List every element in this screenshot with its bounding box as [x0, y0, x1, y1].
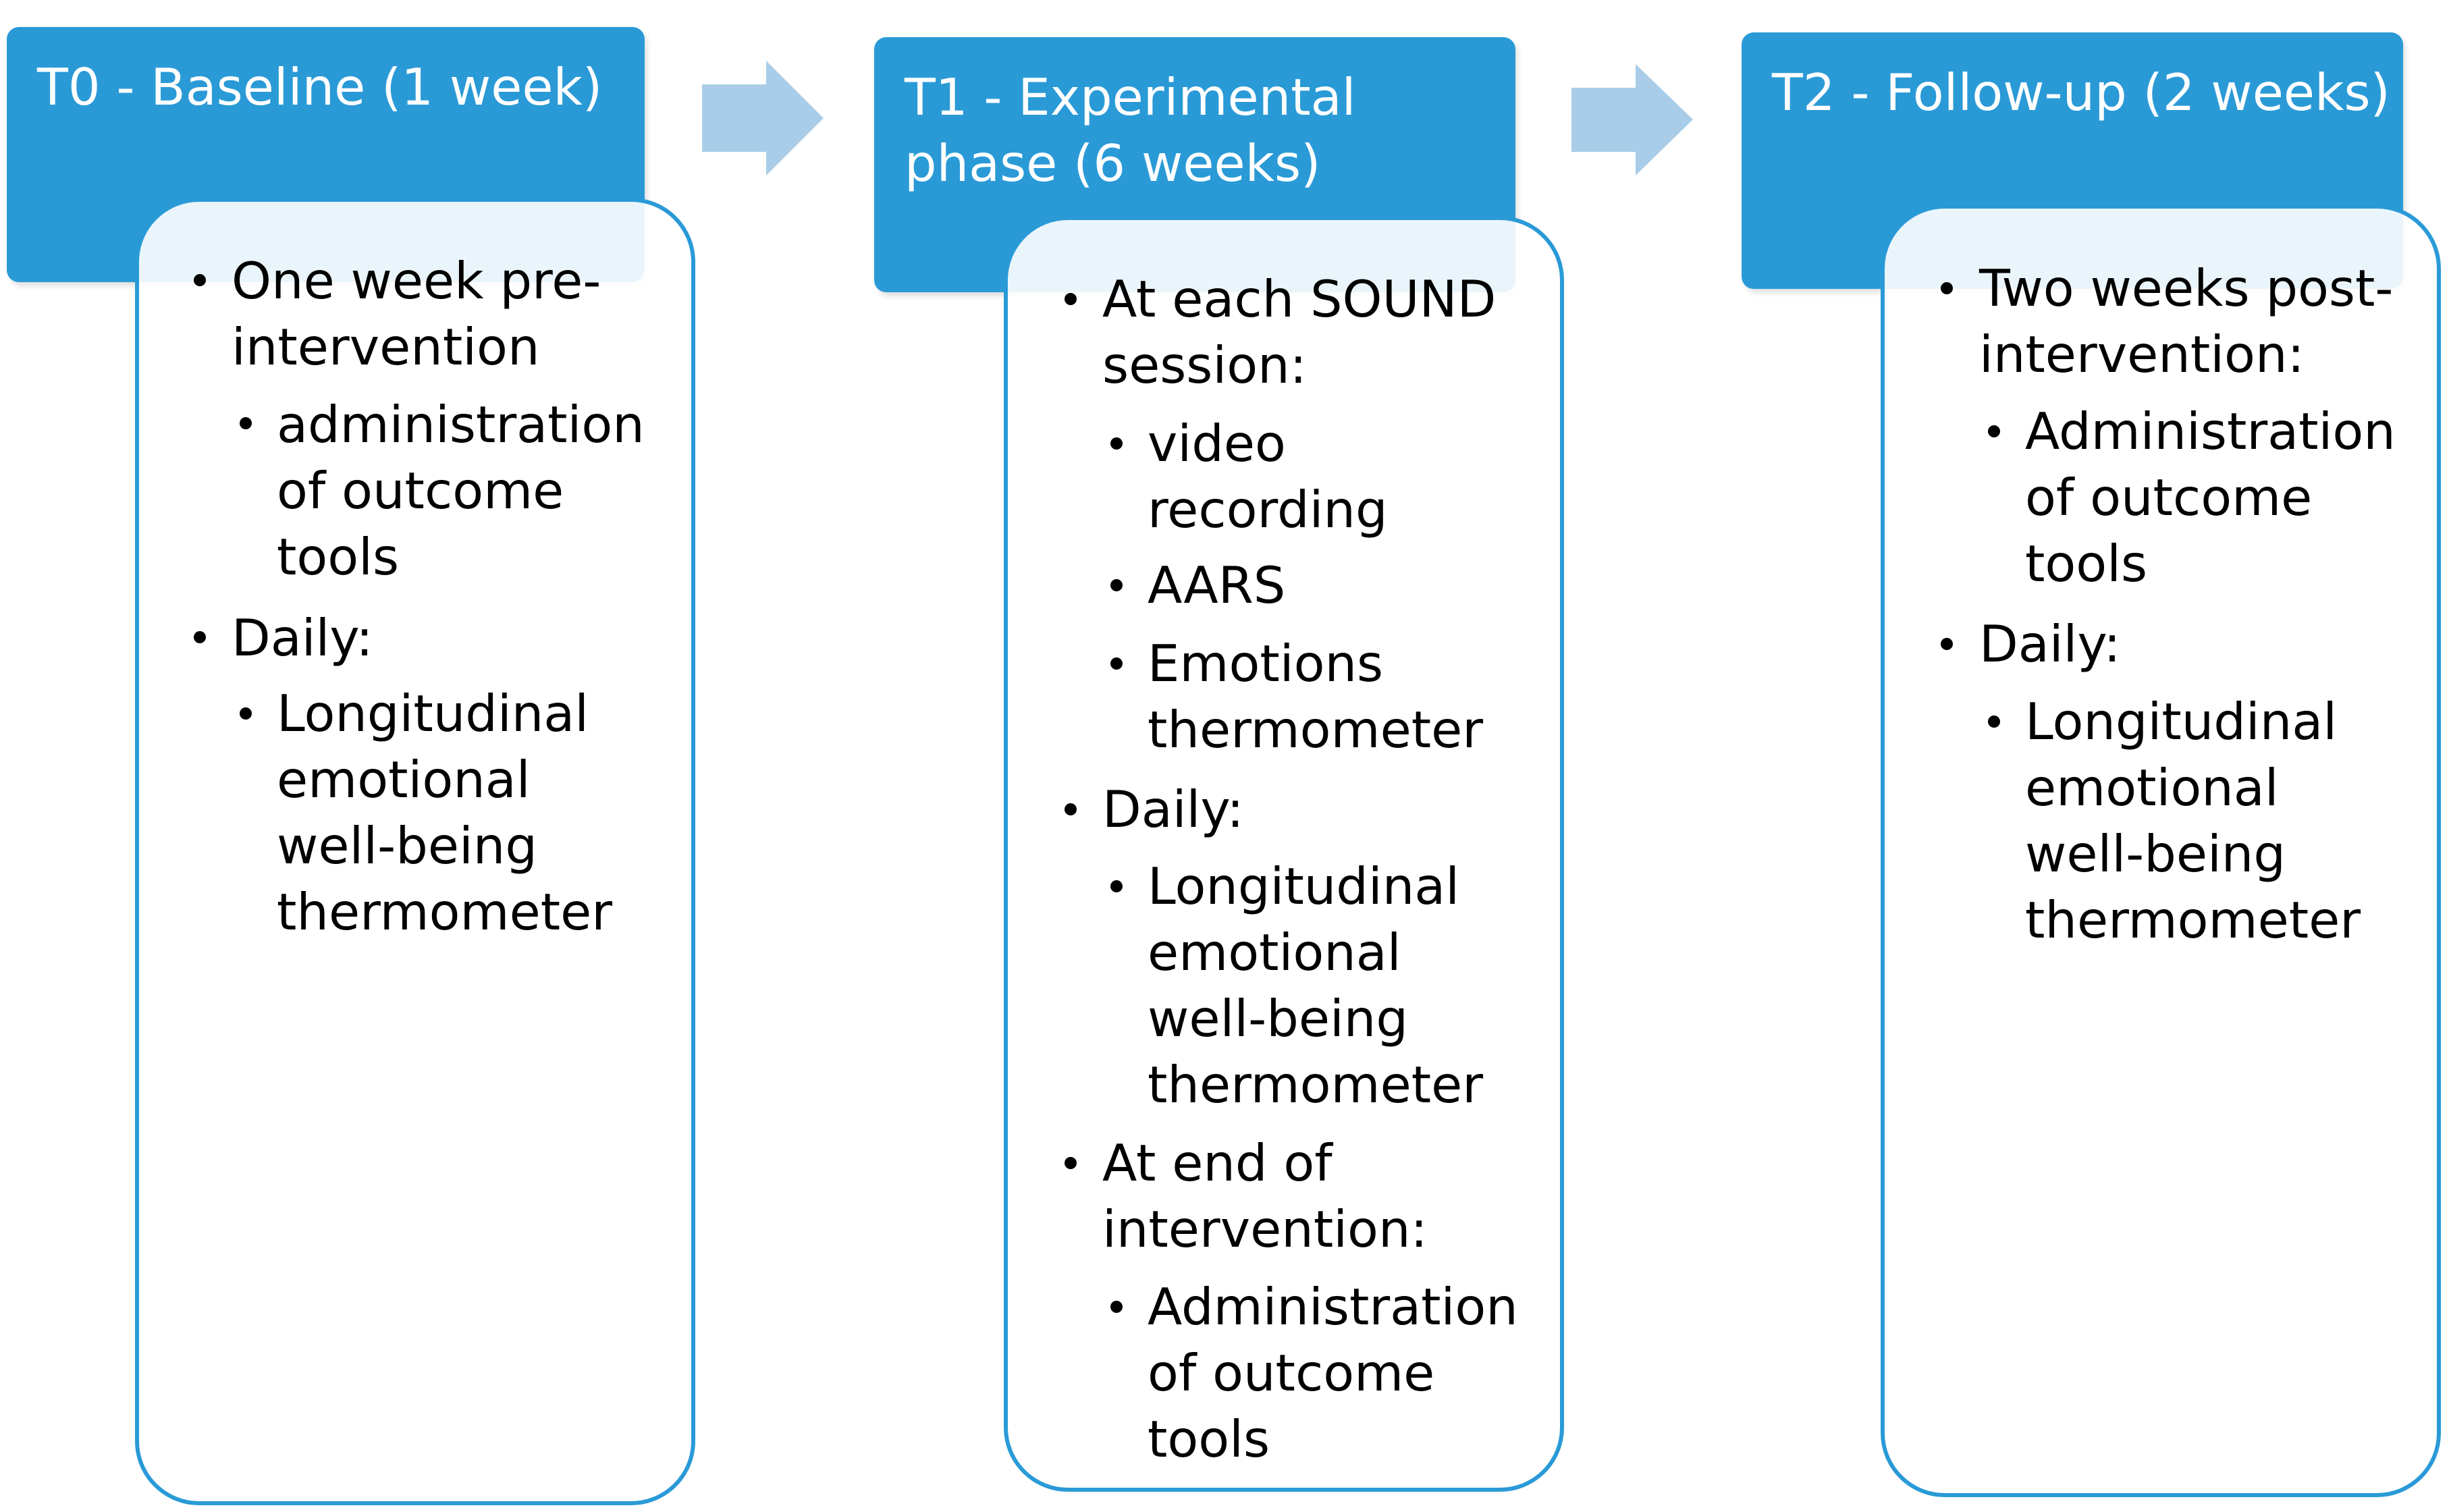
- bullet-icon: [194, 631, 206, 643]
- bullet-icon: [1065, 803, 1077, 815]
- phase-t1-subitem: AARS: [1148, 556, 1286, 615]
- phase-t1-item: At each SOUND session:: [1102, 269, 1497, 395]
- right-arrow-icon: [1571, 64, 1693, 176]
- phase-t0-title: T0 - Baseline (1 week): [37, 57, 603, 117]
- phase-t2-item: Two weeks post- intervention:: [1979, 259, 2394, 384]
- phase-t1-subitem: video recording: [1148, 414, 1388, 539]
- phase-t0-subitem: administration of outcome tools: [277, 395, 645, 587]
- bullet-icon: [1941, 638, 1953, 650]
- phase-t2-item: Daily:: [1979, 614, 2121, 674]
- bullet-icon: [1110, 880, 1123, 892]
- bullet-icon: [194, 274, 206, 286]
- right-arrow-icon: [702, 61, 824, 176]
- phase-t1-subitem: Administration of outcome tools: [1148, 1277, 1518, 1469]
- phase-t1-title: T1 - Experimental phase (6 weeks): [905, 68, 1356, 193]
- phase-t1-subitem: Emotions thermometer: [1148, 634, 1484, 759]
- bullet-icon: [1110, 1301, 1123, 1313]
- bullet-icon: [1988, 425, 2000, 437]
- bullet-icon: [240, 707, 252, 720]
- phase-t2-subitem: Administration of outcome tools: [2025, 402, 2396, 593]
- bullet-icon: [1065, 1157, 1077, 1169]
- phase-t2-card: [1881, 205, 2441, 1497]
- bullet-icon: [1941, 282, 1953, 294]
- phase-t1-item: Daily:: [1102, 780, 1244, 839]
- phase-t1-item: At end of intervention:: [1102, 1133, 1428, 1259]
- bullet-icon: [1110, 579, 1123, 591]
- bullet-icon: [1110, 657, 1123, 670]
- phase-t0-item: Daily:: [232, 608, 373, 668]
- phase-t1-subitem: Longitudinal emotional well-being thermo…: [1148, 857, 1484, 1114]
- phase-t0-item: One week pre- intervention: [232, 251, 601, 377]
- bullet-icon: [1065, 293, 1077, 305]
- phase-t0-card: [135, 198, 695, 1505]
- phase-t1-card: [1004, 216, 1564, 1492]
- bullet-icon: [240, 417, 252, 429]
- bullet-icon: [1110, 437, 1123, 450]
- phase-t2-title: T2 - Follow-up (2 weeks): [1772, 63, 2390, 122]
- phase-t2-subitem: Longitudinal emotional well-being thermo…: [2025, 692, 2361, 950]
- phase-t0-subitem: Longitudinal emotional well-being thermo…: [277, 684, 613, 942]
- bullet-icon: [1988, 716, 2000, 728]
